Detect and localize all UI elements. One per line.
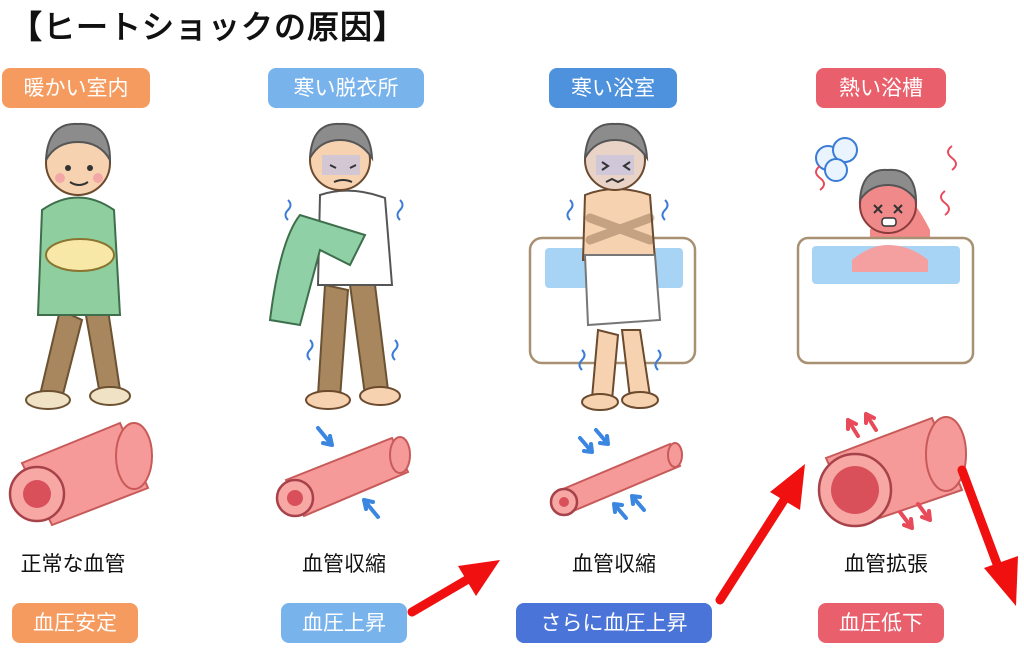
vessel-caption-normal: 正常な血管 (20, 552, 126, 576)
drop-arrow (957, 465, 1018, 606)
pressure-label-rise: 血圧上昇 (281, 603, 407, 643)
pressure-label-drop: 血圧低下 (818, 603, 944, 643)
place-label-cold-dressing-room: 寒い脱衣所 (268, 68, 424, 108)
bathing-person-icon (796, 137, 975, 365)
constricted-blood-vessel-icon (275, 426, 411, 519)
undressing-person-icon (268, 122, 404, 410)
rise-arrow-1 (407, 560, 500, 617)
rise-arrow-2 (715, 464, 805, 605)
pressure-label-stable: 血圧安定 (12, 603, 138, 643)
place-label-hot-bathtub: 熱い浴槽 (816, 68, 946, 108)
dilated-blood-vessel-icon (817, 412, 967, 530)
pressure-label-further-rise: さらに血圧上昇 (516, 603, 712, 643)
vessel-caption-constricted-2: 血管収縮 (572, 552, 656, 576)
vessel-caption-constricted-1: 血管収縮 (302, 552, 386, 576)
shivering-person-icon (528, 122, 697, 411)
place-label-warm-room: 暖かい室内 (2, 68, 150, 108)
normal-blood-vessel-icon (8, 421, 153, 527)
page-title: 【ヒートショックの原因】 (10, 8, 407, 46)
narrow-blood-vessel-icon (549, 428, 683, 520)
place-label-cold-bathroom: 寒い浴室 (549, 68, 677, 108)
walking-person-icon (25, 122, 131, 410)
vessel-caption-dilated: 血管拡張 (844, 552, 928, 576)
